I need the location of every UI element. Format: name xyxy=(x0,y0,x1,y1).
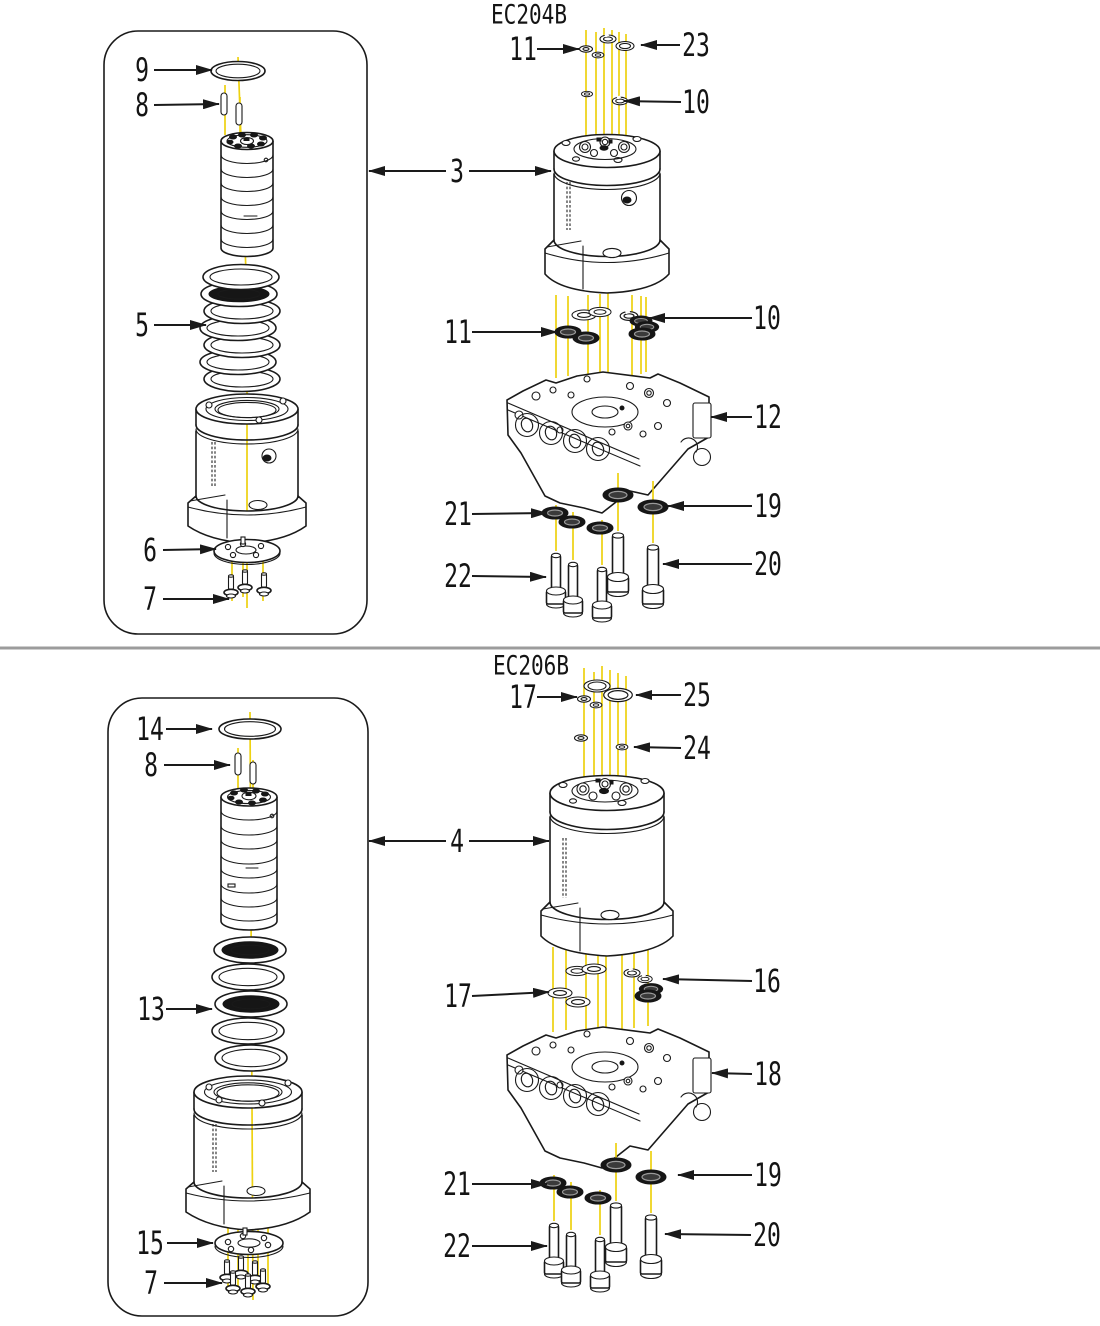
callout-ec204b-12: 12 xyxy=(754,398,782,436)
plate-screws-part xyxy=(219,1255,271,1298)
rotor-stack-part xyxy=(220,131,274,258)
seal-stack-part xyxy=(199,263,281,393)
callout-ec204b-7: 7 xyxy=(143,580,157,618)
ec206b-valve-manifold xyxy=(506,1026,712,1169)
callout-ec206b-8: 8 xyxy=(144,746,158,784)
callout-ec206b-22: 22 xyxy=(443,1227,471,1265)
ec206b-assembly-axis-lines xyxy=(552,666,649,1038)
ec206b-section xyxy=(107,666,753,1317)
callout-ec204b-6: 6 xyxy=(143,531,157,569)
callout-ec204b-10-top: 10 xyxy=(682,83,710,121)
callout-ec206b-7: 7 xyxy=(144,1264,158,1302)
ec204b-leader-lines xyxy=(153,40,752,604)
callout-ec206b-19: 19 xyxy=(754,1156,782,1194)
section-title-ec206b: EC206B xyxy=(492,650,570,682)
oring-part xyxy=(210,60,266,82)
callout-ec206b-15: 15 xyxy=(136,1224,164,1262)
ec204b-exploded-box xyxy=(103,30,368,635)
ec206b-exploded-box xyxy=(107,697,369,1317)
callout-ec204b-20: 20 xyxy=(754,545,782,583)
pins-part xyxy=(234,752,257,785)
callout-ec204b-9: 9 xyxy=(135,51,149,89)
oring-part xyxy=(218,718,282,740)
callout-ec204b-10-mid: 10 xyxy=(753,299,781,337)
callout-ec206b-20: 20 xyxy=(753,1216,781,1254)
ec206b-actuator-body xyxy=(540,774,674,957)
callout-ec206b-14: 14 xyxy=(136,710,164,748)
callout-ec204b-8: 8 xyxy=(135,86,149,124)
callout-ec204b-22: 22 xyxy=(444,557,472,595)
ec204b-section xyxy=(103,28,752,635)
callout-ec206b-18: 18 xyxy=(754,1055,782,1093)
ec206b-bolt-cluster xyxy=(540,1143,666,1292)
callout-ec206b-13: 13 xyxy=(137,990,165,1028)
pins-part xyxy=(220,92,243,126)
rotor-stack-part xyxy=(220,787,278,931)
ec206b-box-parts xyxy=(185,718,311,1298)
callout-ec206b-17-mid: 17 xyxy=(444,977,472,1015)
callout-ec204b-5: 5 xyxy=(135,306,149,344)
end-plate-part xyxy=(213,536,281,566)
end-plate-part xyxy=(214,1227,284,1259)
ec204b-box-parts xyxy=(187,60,307,599)
section-title-ec204b: EC204B xyxy=(490,0,568,31)
callout-ec204b-19: 19 xyxy=(754,487,782,525)
callout-ec206b-16: 16 xyxy=(753,962,781,1000)
box-cylinder-body xyxy=(185,1075,311,1231)
callout-ec204b-3: 3 xyxy=(450,152,464,190)
callout-ec204b-11-mid: 11 xyxy=(444,313,472,351)
callout-ec204b-21: 21 xyxy=(444,495,472,533)
ec206b-leader-lines xyxy=(164,690,753,1288)
seal-stack-part xyxy=(211,936,288,1072)
callout-ec206b-21: 21 xyxy=(443,1165,471,1203)
callout-ec204b-11-top: 11 xyxy=(509,30,537,68)
ec204b-actuator-body xyxy=(544,133,670,294)
callout-ec204b-23: 23 xyxy=(682,26,710,64)
ec204b-mid-seals xyxy=(554,306,660,345)
callout-ec206b-17-top: 17 xyxy=(509,678,537,716)
callout-ec206b-4: 4 xyxy=(450,822,464,860)
callout-ec206b-25: 25 xyxy=(683,676,711,714)
callout-ec206b-24: 24 xyxy=(683,729,711,767)
